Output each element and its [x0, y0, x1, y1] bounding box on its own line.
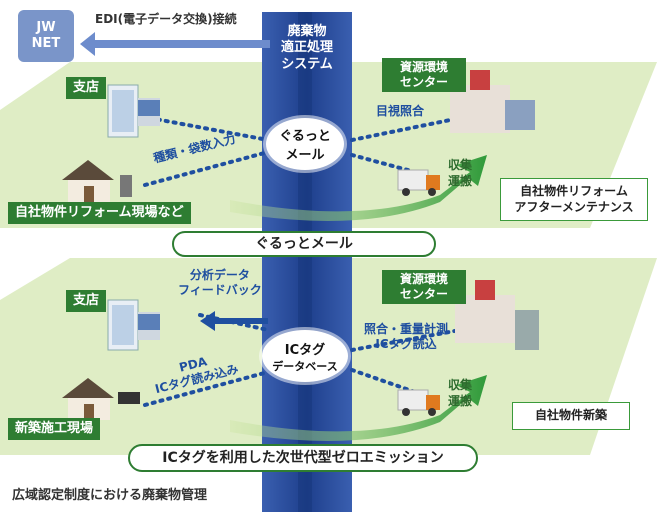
top-hub-circle: ぐるっと メール	[266, 118, 344, 170]
top-link-site	[143, 150, 270, 187]
edi-label: EDI(電子データ交換)接続	[95, 12, 237, 26]
top-visual-check: 目視照合	[376, 104, 425, 118]
top-collect-label: 収集 運搬	[448, 158, 472, 189]
bottom-branch-label: 支店	[66, 290, 107, 312]
jw-net-icon: JW NET	[18, 10, 74, 62]
top-link-center	[350, 116, 462, 142]
edi-arrow	[80, 32, 270, 56]
top-factory-icon	[450, 70, 535, 133]
bottom-site-label: 新築施工現場	[8, 418, 101, 440]
system-title: 廃棄物 適正処理 システム	[262, 24, 352, 73]
bottom-hub-line2: データベース	[272, 359, 338, 373]
top-link-truck	[350, 153, 417, 174]
system-line1: 廃棄物	[287, 24, 327, 39]
bottom-truck-icon	[397, 389, 440, 416]
bottom-house-icon	[62, 378, 140, 420]
system-line3: システム	[281, 56, 333, 72]
bottom-link-center	[350, 328, 462, 352]
top-callout-line1: 自社物件リフォーム	[520, 184, 628, 198]
bottom-collect-line2: 運搬	[448, 393, 473, 408]
bottom-hub-circle: ICタグ データベース	[262, 330, 348, 382]
top-center-label: 資源環境 センター	[382, 58, 466, 92]
feedback-arrow	[200, 311, 268, 331]
bottom-collect-line1: 収集	[448, 378, 473, 392]
bottom-check-line2: ICタグ読込	[375, 337, 437, 351]
bottom-check: 照合・重量計測 ICタグ読込	[364, 322, 448, 352]
top-banner: ぐるっとメール	[172, 231, 436, 257]
bottom-check-line1: 照合・重量計測	[364, 322, 449, 336]
bottom-collect-label: 収集 運搬	[448, 378, 472, 409]
bottom-feedback-line1: 分析データ	[189, 268, 250, 282]
top-site-label: 自社物件リフォーム現場など	[8, 202, 191, 224]
top-collect-line2: 運搬	[448, 173, 473, 188]
top-hub-line2: メール	[285, 148, 325, 163]
bottom-feedback: 分析データ フィードバック	[178, 268, 262, 298]
bottom-office-building-icon	[107, 299, 160, 351]
bottom-link-site	[143, 370, 270, 407]
jw-line1: JW	[36, 20, 56, 36]
bottom-feedback-line2: フィードバック	[178, 283, 262, 297]
caption: 広域認定制度における廃棄物管理	[12, 488, 208, 503]
top-callout: 自社物件リフォーム アフターメンテナンス	[500, 178, 648, 222]
top-center-line1: 資源環境	[399, 60, 448, 74]
top-collect-line1: 収集	[448, 158, 473, 172]
bottom-green-arrow	[230, 375, 487, 441]
top-office-building-icon	[107, 84, 160, 138]
system-line2: 適正処理	[280, 40, 333, 56]
top-branch-label: 支店	[66, 77, 107, 99]
bottom-center-line2: センター	[399, 287, 448, 301]
bottom-center-line1: 資源環境	[399, 272, 448, 286]
bottom-hub-line1: ICタグ	[284, 342, 326, 358]
top-hub-line1: ぐるっと	[279, 129, 331, 144]
bottom-center-label: 資源環境 センター	[382, 270, 466, 304]
top-center-line2: センター	[399, 75, 448, 89]
bottom-banner: ICタグを利用した次世代型ゼロエミッション	[128, 444, 478, 472]
top-green-arrow	[230, 155, 487, 221]
top-truck-icon	[397, 169, 440, 196]
bottom-link-truck	[350, 368, 417, 394]
jw-line2: NET	[31, 36, 61, 51]
bottom-callout: 自社物件新築	[512, 402, 630, 430]
top-house-icon	[62, 160, 132, 202]
top-callout-line2: アフターメンテナンス	[514, 199, 634, 214]
